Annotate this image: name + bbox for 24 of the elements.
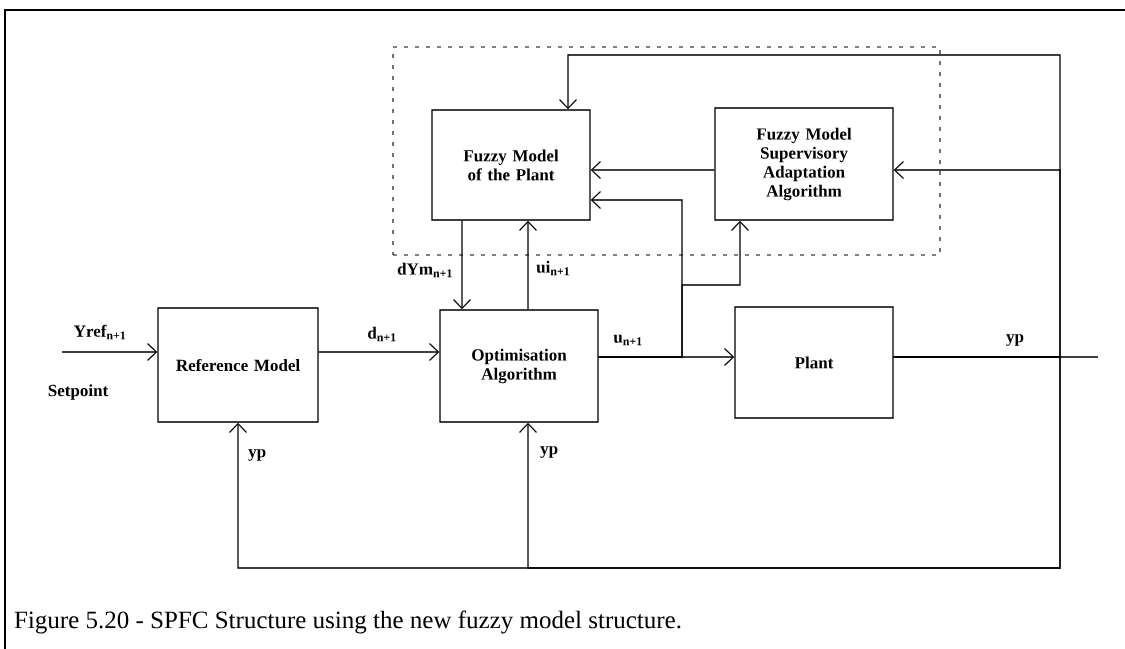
block-box: Reference Model	[157, 307, 319, 423]
block-box: Plant	[734, 306, 894, 419]
arrow	[598, 220, 750, 358]
edge-label: Yref$_{n+1}$	[72, 323, 128, 341]
dashed-region	[392, 46, 941, 256]
signal-label: Setpoint	[48, 384, 109, 400]
edge-label: d$_{n+1}$	[365, 325, 399, 343]
arrow	[318, 342, 440, 362]
block-box: Fuzzy Model of the Plant	[431, 109, 591, 221]
edge-label: u$_{n+1}$	[611, 333, 645, 347]
block-box: Optimisation Algorithm	[439, 309, 599, 423]
arrow	[518, 356, 1061, 569]
arrow	[452, 220, 472, 310]
arrow	[558, 54, 1061, 358]
arrow	[590, 160, 715, 180]
block-box: Fuzzy Model Supervisory Adaptation Algorithm	[714, 107, 894, 221]
caption: Figure 5.20 - SPFC Structure using the new fuzzy model structure.	[14, 610, 681, 634]
edge-label: yp	[1004, 332, 1026, 348]
edge-label: ui$_{n+1}$	[534, 259, 572, 277]
edge-label: dYm$_{n+1}$	[395, 261, 455, 279]
arrow	[518, 220, 538, 310]
edge-label: yp	[538, 444, 560, 460]
edge-label: yp	[246, 447, 268, 463]
arrow	[61, 342, 158, 362]
